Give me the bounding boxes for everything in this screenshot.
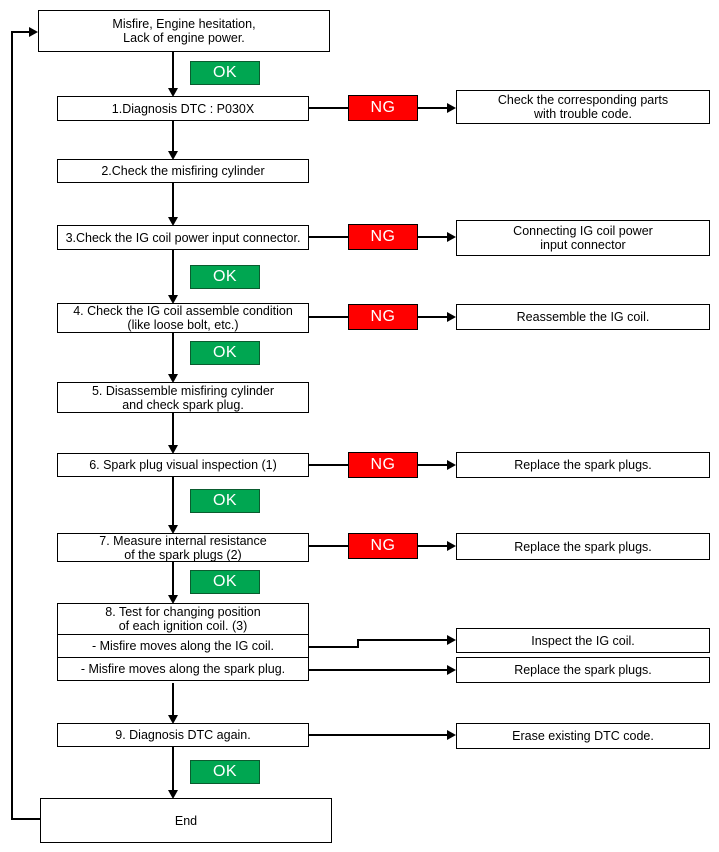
node-step-1: 1.Diagnosis DTC : P030X [57,96,309,121]
arrowhead-down-icon [168,715,178,724]
connector-line [172,413,174,445]
connector-line [309,545,348,547]
connector-line [309,236,348,238]
arrowhead-right-icon [447,730,456,740]
node-step-6: 6. Spark plug visual inspection (1) [57,453,309,477]
loop-line-bottom [11,818,41,820]
arrowhead-right-icon [447,312,456,322]
connector-line [309,646,359,648]
arrowhead-down-icon [168,790,178,799]
ok-badge-4: OK [190,489,260,513]
arrowhead-down-icon [168,295,178,304]
connector-line [309,107,348,109]
node-step-3: 3.Check the IG coil power input connecto… [57,225,309,250]
node-step-5: 5. Disassemble misfiring cylinder and ch… [57,382,309,413]
connector-line [309,669,447,671]
action-check-parts: Check the corresponding parts with troub… [456,90,710,124]
node-step-8-case-coil: - Misfire moves along the IG coil. [58,634,308,657]
connector-line [172,52,174,88]
connector-line [418,236,447,238]
arrowhead-right-icon [447,665,456,675]
ng-badge-1: NG [348,95,418,121]
loop-line-vertical [11,31,13,820]
arrowhead-down-icon [168,151,178,160]
arrowhead-right-icon [447,232,456,242]
arrowhead-down-icon [168,525,178,534]
connector-line [172,477,174,525]
arrowhead-down-icon [168,217,178,226]
connector-line [172,747,174,790]
connector-line [172,683,174,715]
connector-line [309,464,348,466]
action-connect-power: Connecting IG coil power input connector [456,220,710,256]
connector-line [172,333,174,374]
connector-line [418,545,447,547]
node-step-8-case-plug: - Misfire moves along the spark plug. [58,657,308,680]
ng-badge-2: NG [348,224,418,250]
ok-badge-1: OK [190,61,260,85]
ng-badge-3: NG [348,304,418,330]
connector-line [172,562,174,595]
ng-badge-4: NG [348,452,418,478]
connector-line [309,316,348,318]
arrowhead-down-icon [168,595,178,604]
action-replace-plugs-visual: Replace the spark plugs. [456,452,710,478]
connector-line [172,250,174,295]
action-inspect-coil: Inspect the IG coil. [456,628,710,653]
connector-line [172,183,174,217]
arrowhead-down-icon [168,445,178,454]
node-step-9: 9. Diagnosis DTC again. [57,723,309,747]
arrowhead-down-icon [168,88,178,97]
connector-line [418,464,447,466]
arrowhead-right-icon [447,460,456,470]
node-step-8-group: 8. Test for changing position of each ig… [57,603,309,681]
ok-badge-5: OK [190,570,260,594]
ok-badge-6: OK [190,760,260,784]
node-step-4: 4. Check the IG coil assemble condition … [57,303,309,333]
node-start: Misfire, Engine hesitation, Lack of engi… [38,10,330,52]
connector-line [418,107,447,109]
connector-line [418,316,447,318]
ok-badge-3: OK [190,341,260,365]
node-step-7: 7. Measure internal resistance of the sp… [57,533,309,562]
ok-badge-2: OK [190,265,260,289]
connector-line [357,639,447,641]
loop-line-top [11,31,30,33]
arrowhead-right-icon [447,103,456,113]
ng-badge-5: NG [348,533,418,559]
node-step-8: 8. Test for changing position of each ig… [105,605,261,633]
node-end: End [40,798,332,843]
action-erase-dtc: Erase existing DTC code. [456,723,710,749]
connector-line [172,121,174,151]
action-reassemble-coil: Reassemble the IG coil. [456,304,710,330]
arrowhead-right-icon [447,635,456,645]
loop-arrowhead-icon [29,27,38,37]
arrowhead-down-icon [168,374,178,383]
arrowhead-right-icon [447,541,456,551]
action-replace-plugs-resistance: Replace the spark plugs. [456,533,710,560]
node-step-2: 2.Check the misfiring cylinder [57,159,309,183]
connector-line [309,734,447,736]
action-replace-plugs-position: Replace the spark plugs. [456,657,710,683]
connector-line [357,639,359,648]
